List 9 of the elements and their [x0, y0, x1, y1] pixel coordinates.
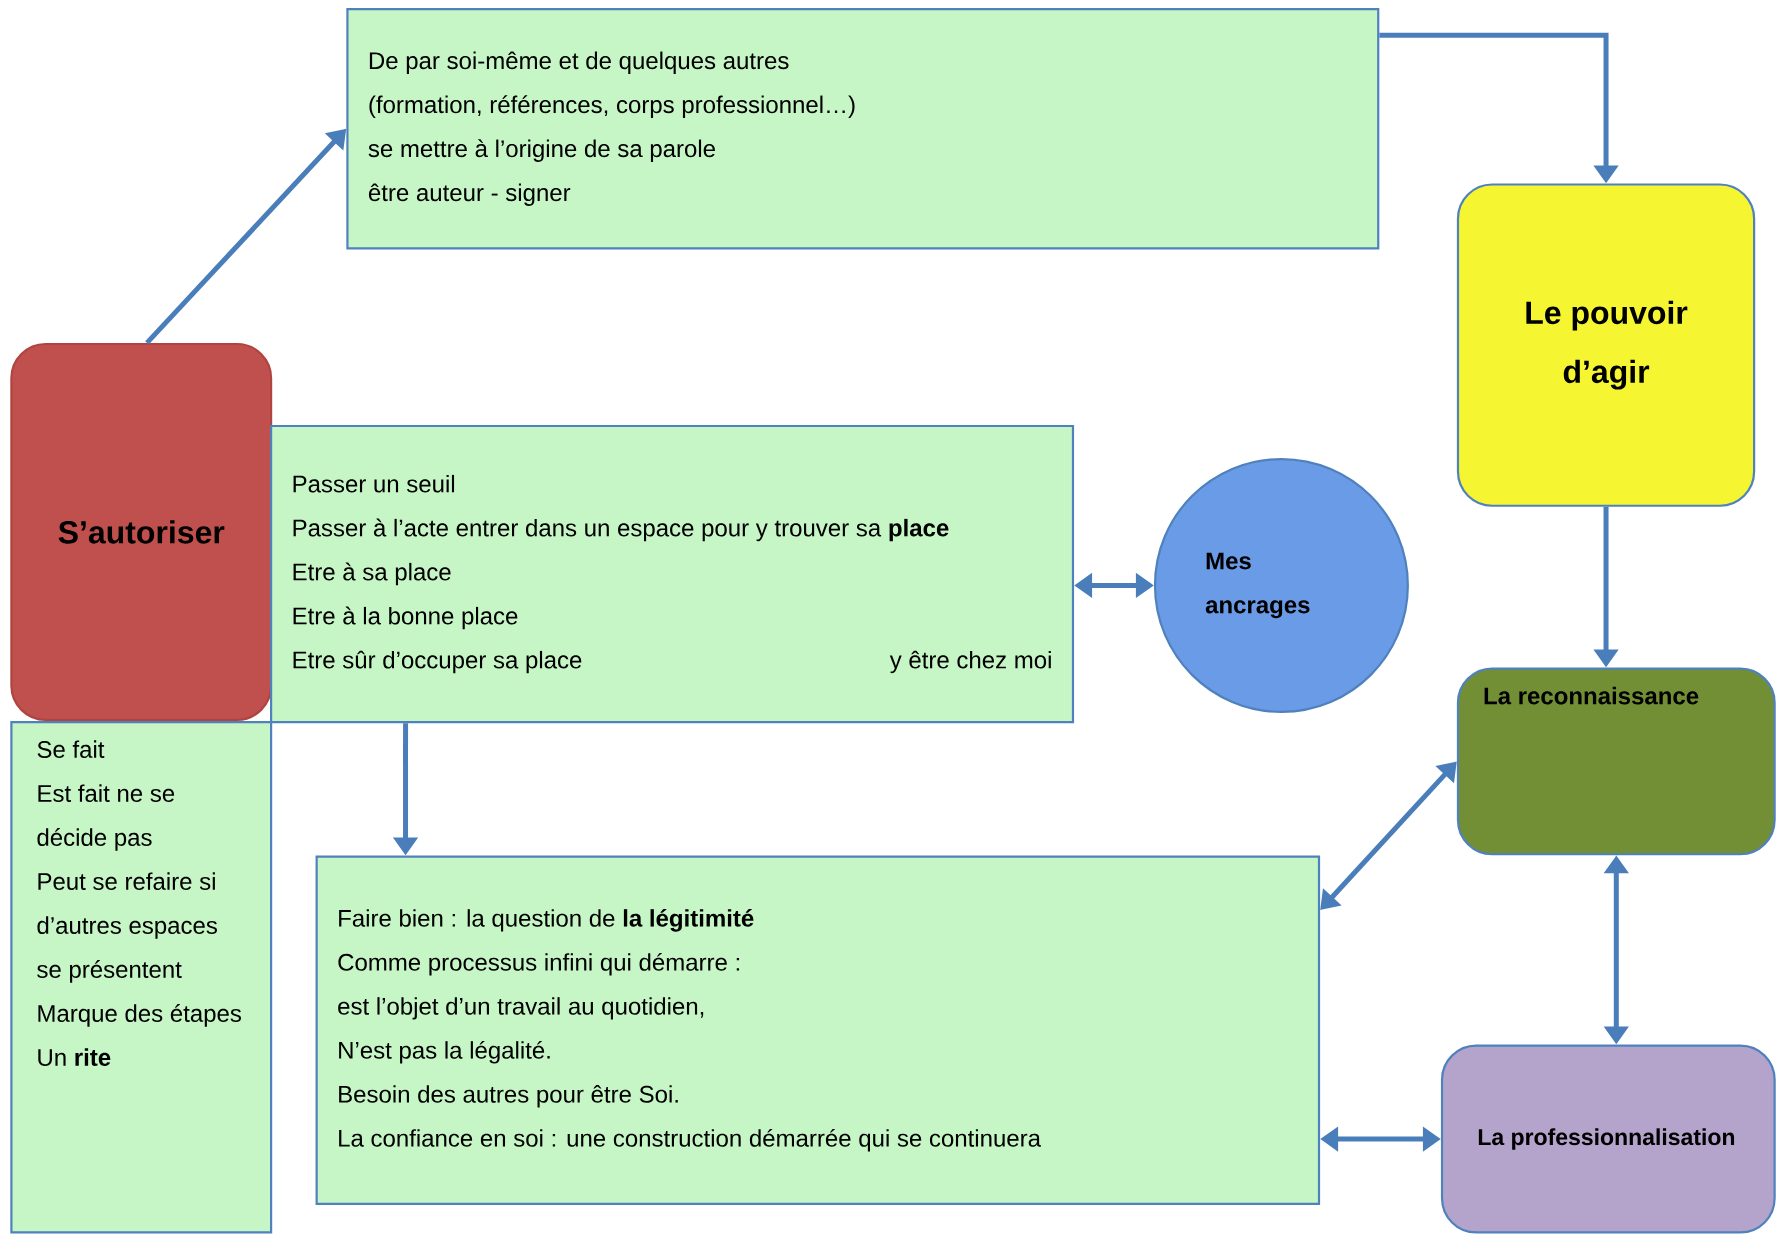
- text-box: Faire bien : la question de la légitimité Comme processus infini qui démarre : est l’objet d’un travail au quotidien, N’est pas la légalité. Besoin des autres pour être Soi. La confiance en soi : une construction démarrée qui se continuera: [315, 855, 1321, 1206]
- rounded-box: La reconnaissance: [1456, 667, 1776, 856]
- circle-node: Mes ancrages: [1153, 457, 1409, 713]
- rounded-box: S’autoriser: [10, 342, 273, 721]
- text-box: Se fait Est fait ne se décide pas Peut se refaire si d’autres espaces se présentent Marque des étapes Un rite: [10, 721, 273, 1234]
- rounded-box: La professionnalisation: [1440, 1044, 1776, 1234]
- text-box: Passer un seuil Passer à l’acte entrer dans un espace pour y trouver sa place Etre à sa place Etre à la bonne place Etre sûr d’occuper sa place y être chez moi: [270, 424, 1075, 724]
- rounded-box: Le pouvoir d’agir: [1456, 183, 1756, 507]
- text-box: De par soi-même et de quelques autres (formation, références, corps professionnel…) se mettre à l’origine de sa parole être auteur - signer: [346, 8, 1380, 250]
